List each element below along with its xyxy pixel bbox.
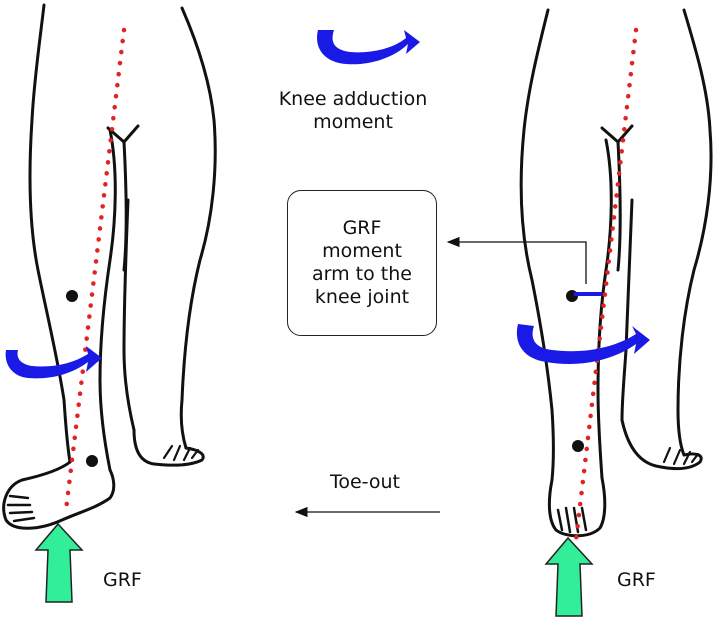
right-leg-outline xyxy=(519,8,555,482)
moment-arm-callout-box: GRF moment arm to the knee joint xyxy=(287,190,437,336)
left-toes xyxy=(6,494,36,523)
knee-adduction-label-line2: moment xyxy=(313,111,393,133)
right-leg-figure xyxy=(519,8,634,538)
left-leg-figure xyxy=(2,3,140,530)
left-grf-arrow-icon xyxy=(34,522,84,603)
right-leg-inner-outline xyxy=(596,138,613,480)
right-back-leg-inner xyxy=(620,198,634,422)
right-back-leg-outer xyxy=(676,8,713,457)
left-back-toes xyxy=(162,444,200,462)
right-back-foot xyxy=(620,418,703,471)
right-ankle-marker xyxy=(572,440,584,452)
right-grf-line xyxy=(573,27,639,543)
left-leg-inner-outline xyxy=(98,128,117,472)
left-moment-arrow-icon xyxy=(5,346,102,379)
moment-arm-callout-text: GRF moment arm to the knee joint xyxy=(312,217,412,308)
right-grf-arrow-icon xyxy=(544,536,594,617)
right-toes xyxy=(556,506,588,534)
left-back-leg-inner xyxy=(122,198,136,432)
right-back-toes xyxy=(662,446,700,466)
left-knee-marker xyxy=(66,290,78,302)
right-back-leg-figure xyxy=(620,8,713,471)
right-moment-arrow-icon xyxy=(516,324,650,364)
left-grf-line xyxy=(63,27,127,513)
left-foot-outline xyxy=(2,460,116,530)
knee-adduction-label-line1: Knee adduction xyxy=(278,88,428,110)
left-ankle-marker xyxy=(86,455,98,467)
left-grf-label: GRF xyxy=(103,569,142,591)
knee-adduction-moment-label: Knee adduction moment xyxy=(268,88,438,134)
right-grf-label: GRF xyxy=(617,569,656,591)
left-back-leg-figure xyxy=(122,6,217,467)
right-crotch xyxy=(600,124,634,272)
toe-out-label: Toe-out xyxy=(329,471,401,493)
left-back-foot xyxy=(132,428,205,467)
left-back-leg-outer xyxy=(179,6,217,450)
left-leg-outline xyxy=(28,3,72,464)
moment-arm-pointer-arrow-icon xyxy=(446,236,587,284)
center-moment-arrow-icon xyxy=(317,30,420,65)
